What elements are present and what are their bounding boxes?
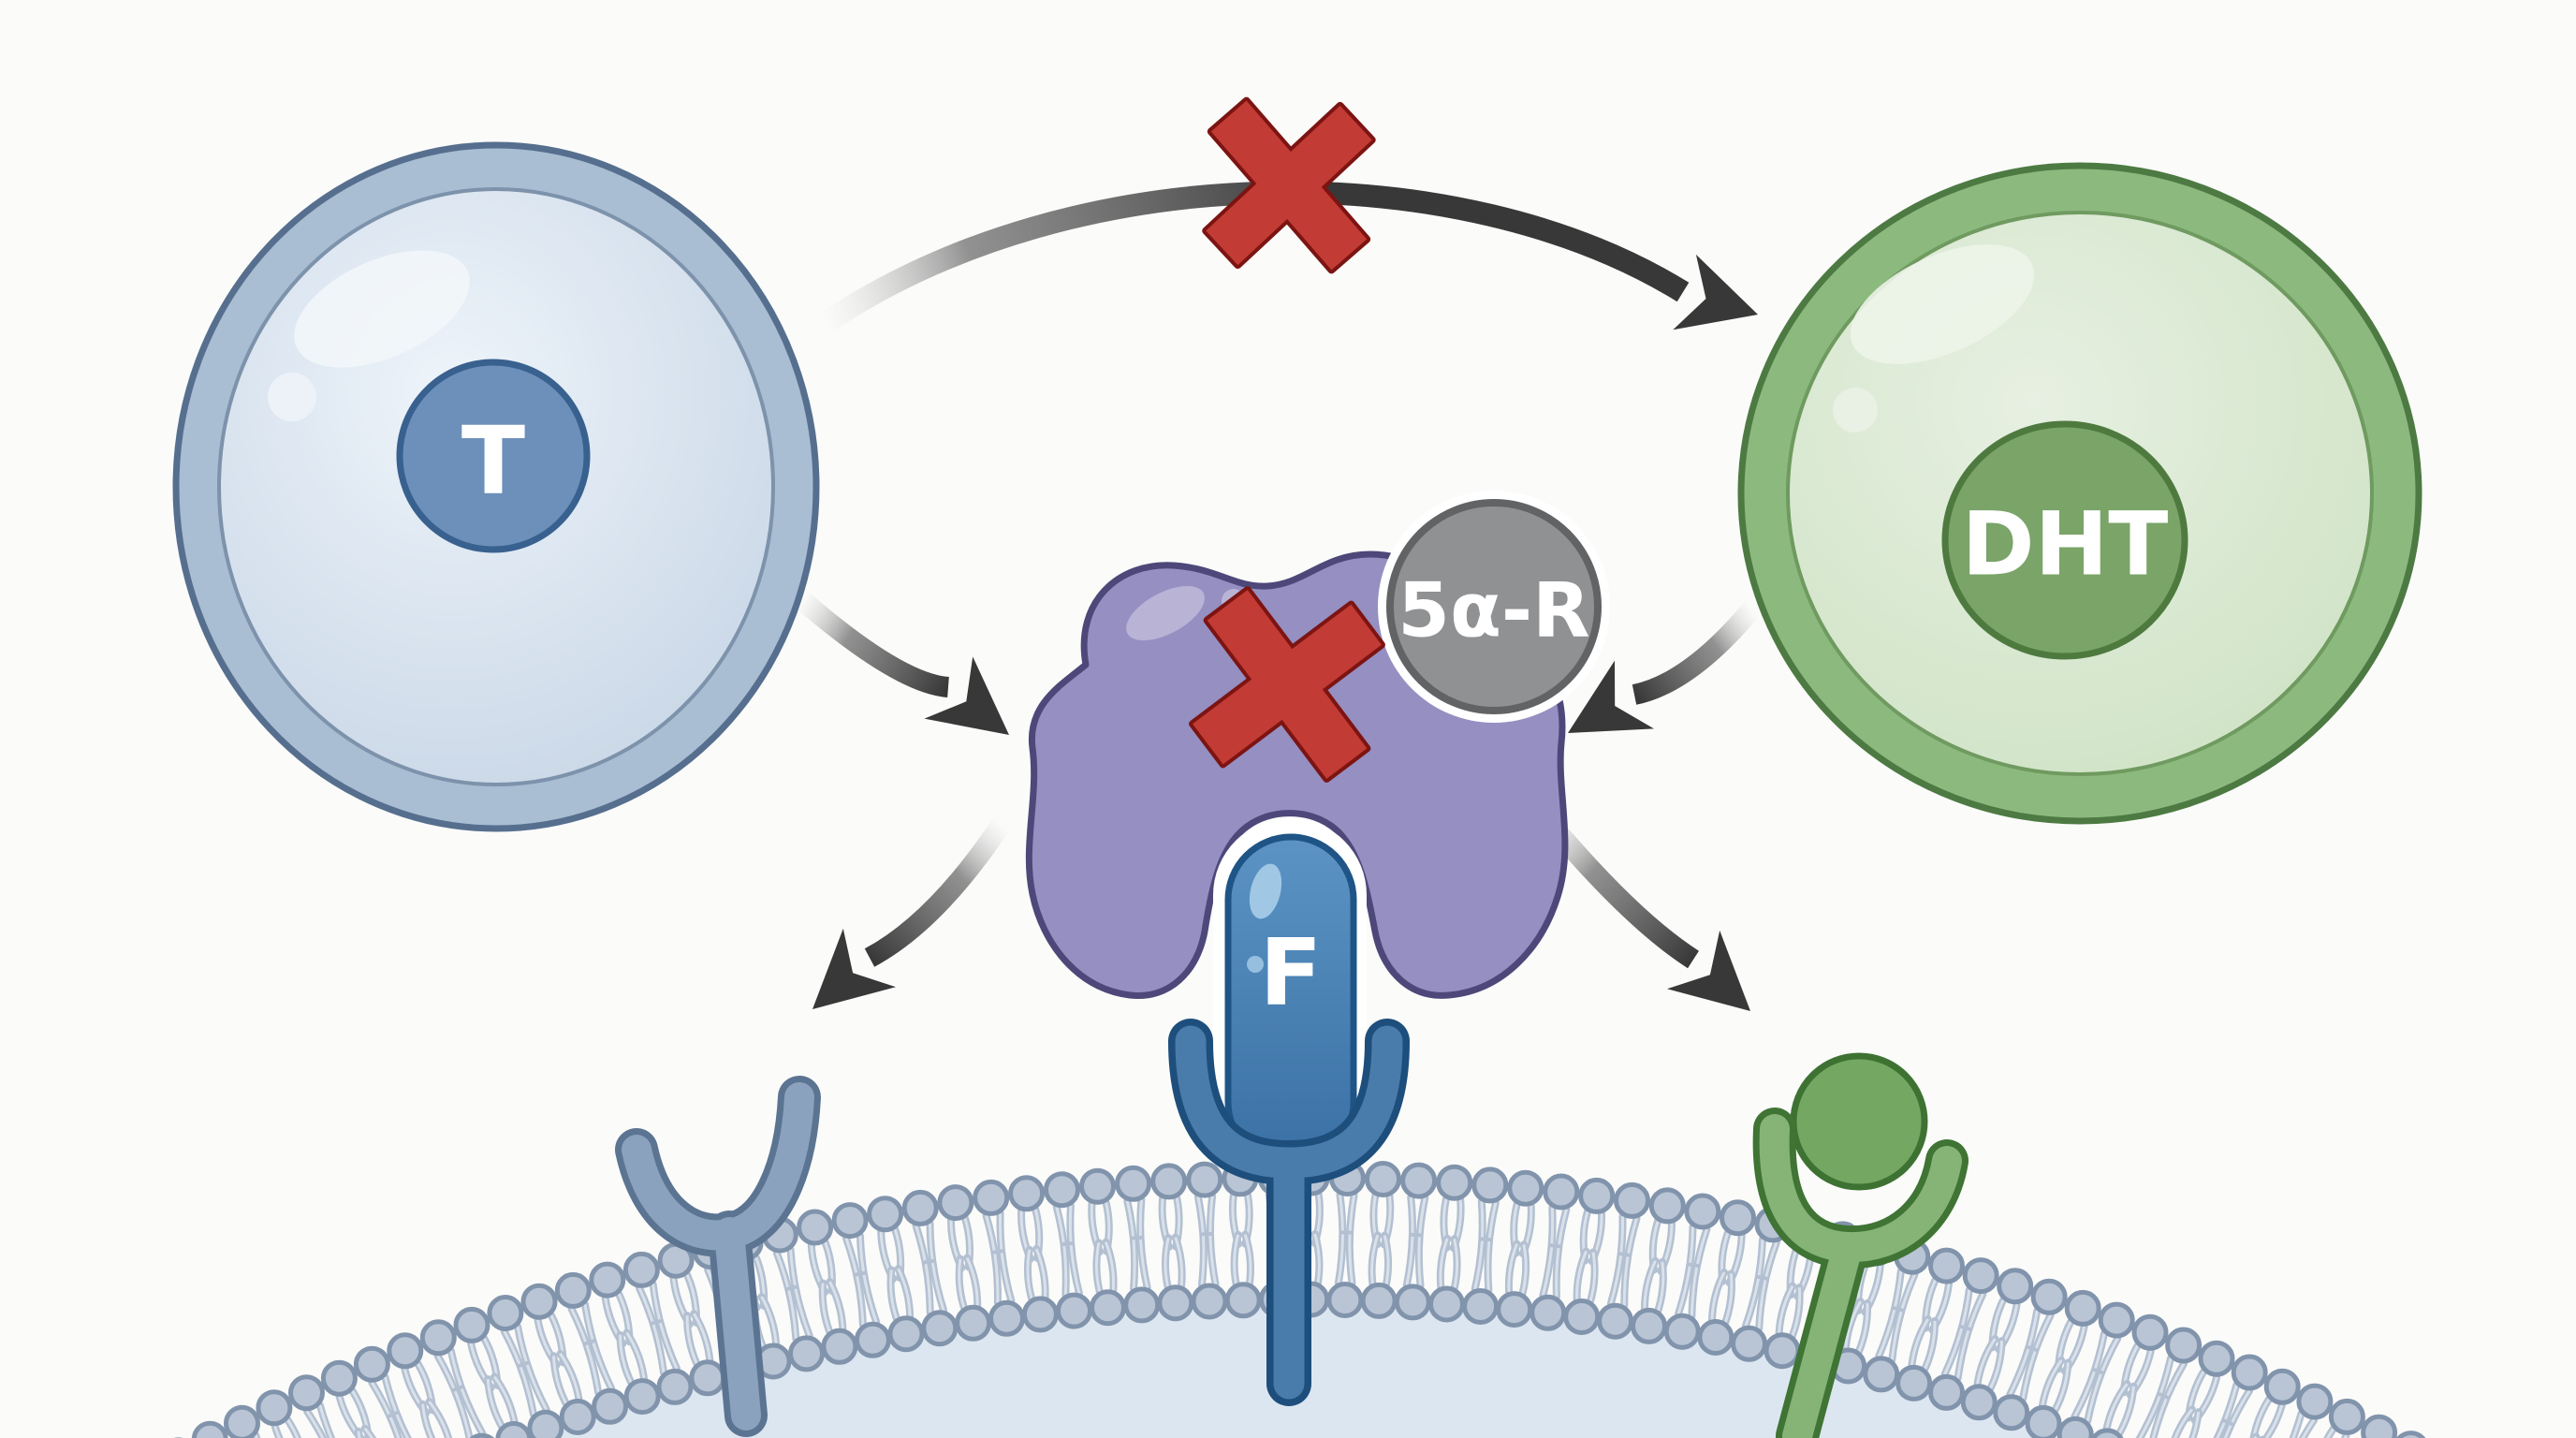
enzyme-badge-label: 5α-R — [1398, 567, 1589, 654]
arrowhead-icon — [1673, 254, 1758, 330]
t-highlight — [294, 250, 470, 368]
androgen-receptor-right — [1752, 1052, 1969, 1438]
receptor-right-cup — [1759, 1114, 1962, 1263]
arrow-t-to-enzyme — [794, 591, 950, 697]
testosterone-label: T — [461, 406, 525, 516]
5ar-badge: 5α-R — [1378, 491, 1610, 723]
arrowhead-icon — [924, 656, 1009, 735]
enzyme-highlight — [1126, 585, 1205, 641]
arrowhead-icon — [812, 928, 896, 1009]
androgen-receptor-center — [1168, 1019, 1410, 1406]
dht-molecule: DHT — [1737, 162, 2422, 825]
receptor-left-cup — [622, 1082, 814, 1251]
arrowheads — [812, 254, 1758, 1011]
arrow-enzyme-to-left-receptor — [864, 817, 1011, 967]
t-highlight-dot — [268, 373, 316, 421]
blocked-x-enzyme-fill — [1193, 590, 1382, 779]
t-core — [396, 359, 591, 553]
blocked-x-conversion-fill — [1206, 100, 1372, 271]
arrow-dht-to-enzyme — [1632, 601, 1761, 705]
dht-highlight — [1850, 244, 2035, 364]
finasteride-label: F — [1260, 920, 1323, 1027]
pill-highlight-dot — [1247, 956, 1264, 973]
blocked-x-conversion — [1202, 96, 1376, 274]
dht-ligand-ball — [1790, 1052, 1928, 1191]
badge-circle — [1386, 499, 1602, 714]
arrowhead-icon — [1568, 660, 1654, 733]
dht-label: DHT — [1962, 494, 2169, 596]
androgen-receptor-left — [615, 1076, 821, 1437]
blocked-x-enzyme — [1189, 586, 1385, 783]
pill-highlight — [1249, 863, 1282, 919]
arrowhead-icon — [1667, 930, 1750, 1011]
dht-core — [1941, 420, 2188, 660]
testosterone-molecule: T — [172, 141, 820, 832]
receptor-left-stem — [714, 1217, 761, 1431]
dht-highlight-dot — [1833, 388, 1878, 433]
receptor-center-cup — [1175, 1025, 1403, 1179]
membrane-heads — [469, 1281, 2124, 1438]
receptor-right-stem — [1782, 1232, 1863, 1438]
finasteride-pill: F — [1224, 833, 1357, 1168]
